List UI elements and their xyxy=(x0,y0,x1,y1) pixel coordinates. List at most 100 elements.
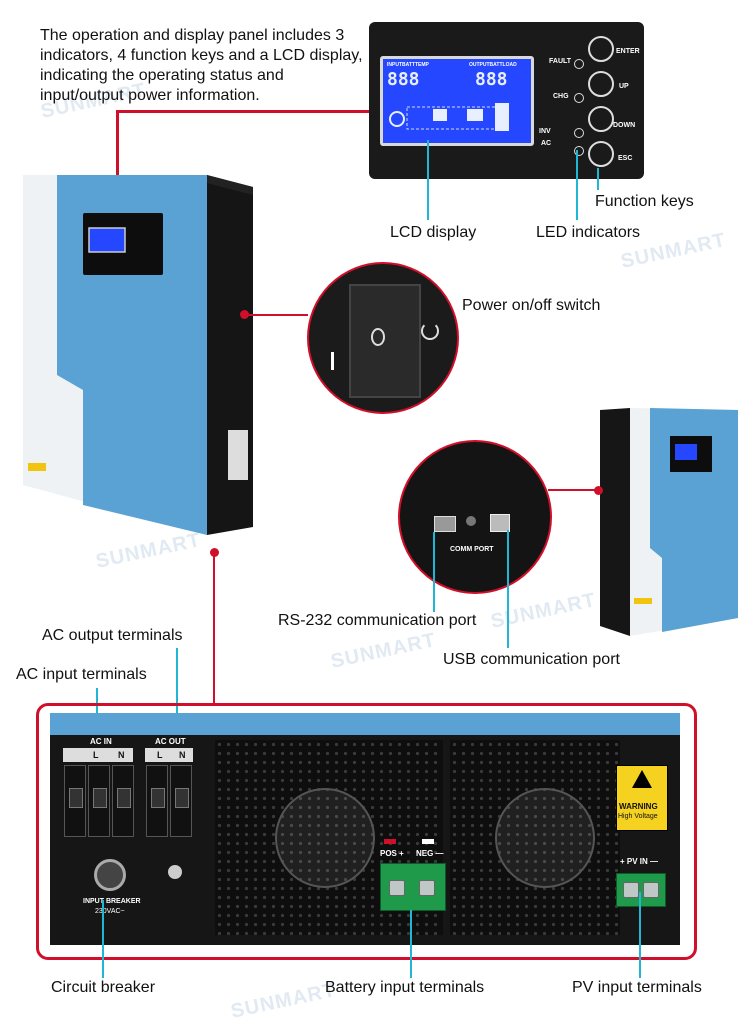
lcd-screen: INPUTBATTTEMP OUTPUTBATTLOAD 888 888 xyxy=(380,56,534,146)
battery-terminal-block[interactable] xyxy=(380,863,446,911)
front-connector-dot xyxy=(210,548,219,557)
ac-in-l-label: L xyxy=(93,750,99,760)
chg-led xyxy=(574,93,584,103)
down-key[interactable] xyxy=(588,106,614,132)
pos-label: POS + xyxy=(380,849,404,858)
ac-out-legend: L N xyxy=(145,748,193,762)
rs232-port[interactable] xyxy=(434,516,456,532)
ac-in-legend: L N xyxy=(63,748,133,762)
leader-line xyxy=(116,110,369,113)
ac-out-label: AC OUT xyxy=(155,737,186,746)
keys-callout-line xyxy=(597,168,599,190)
ac-output-callout: AC output terminals xyxy=(42,627,183,644)
lcd-callout-line xyxy=(427,140,429,220)
leader-line xyxy=(116,110,119,235)
lcd-left-digits: 888 xyxy=(387,69,420,90)
watermark: SUNMART xyxy=(488,589,599,633)
ac-input-callout: AC input terminals xyxy=(16,666,147,683)
lcd-right-digits: 888 xyxy=(475,69,508,90)
fan-left xyxy=(275,788,375,888)
breaker-callout-line xyxy=(102,900,104,978)
ac-in-l-terminal[interactable] xyxy=(88,765,110,837)
chg-led-label: CHG xyxy=(553,93,569,100)
ac-out-n-label: N xyxy=(179,750,186,760)
led-indicators-callout: LED indicators xyxy=(536,224,641,241)
intro-description: The operation and display panel includes… xyxy=(40,27,363,104)
breaker-rating: 230VAC~ xyxy=(95,908,125,915)
side-port-dot xyxy=(594,486,603,495)
rs232-callout: RS-232 communication port xyxy=(278,612,477,629)
ac-in-label: AC IN xyxy=(90,737,112,746)
standby-icon xyxy=(421,322,439,340)
warning-text: WARNING xyxy=(619,802,658,811)
lcd-display-callout: LCD display xyxy=(390,224,477,241)
inverter-side-view xyxy=(600,408,740,638)
bottom-panel: AC IN AC OUT L N L N INPUT BREAKER 230VA… xyxy=(50,735,680,945)
inv-led xyxy=(574,128,584,138)
fan-grill-right xyxy=(450,740,620,935)
fault-led xyxy=(574,59,584,69)
usb-port[interactable] xyxy=(490,514,510,532)
switch-dot xyxy=(240,310,249,319)
pos-color-marker xyxy=(384,839,396,844)
power-switch-callout: Power on/off switch xyxy=(462,297,601,314)
warning-triangle-icon xyxy=(632,770,652,788)
watermark: SUNMART xyxy=(228,979,339,1023)
high-voltage-warning-sign: WARNING High Voltage xyxy=(616,765,668,831)
breaker-label: INPUT BREAKER xyxy=(83,898,141,905)
pv-callout-line xyxy=(639,892,641,978)
ac-out-l-terminal[interactable] xyxy=(146,765,168,837)
battery-input-callout: Battery input terminals xyxy=(325,979,485,996)
pv-pos-screw[interactable] xyxy=(623,882,639,898)
lcd-flow-icon xyxy=(389,103,509,131)
battery-callout-line xyxy=(410,910,412,978)
bottom-panel-top-trim xyxy=(50,713,680,735)
switch-leader-line xyxy=(246,314,308,316)
lcd-top-right-label: OUTPUTBATTLOAD xyxy=(469,62,517,68)
high-voltage-text: High Voltage xyxy=(618,813,658,820)
down-key-label: DOWN xyxy=(613,122,636,129)
bottom-panel-frame xyxy=(36,703,697,960)
circuit-breaker-button[interactable] xyxy=(94,859,126,891)
enter-key[interactable] xyxy=(588,36,614,62)
fault-led-label: FAULT xyxy=(549,58,572,65)
fan-right xyxy=(495,788,595,888)
ac-out-n-terminal[interactable] xyxy=(170,765,192,837)
ac-out-l-label: L xyxy=(157,750,163,760)
ac-output-callout-line xyxy=(176,648,178,768)
comm-ports-closeup: COMM PORT xyxy=(398,440,552,594)
inverter-front-view xyxy=(23,175,253,550)
rs232-callout-line xyxy=(433,532,435,612)
lcd-top-left-label: INPUTBATTTEMP xyxy=(387,62,429,68)
neg-color-marker xyxy=(422,839,434,844)
function-keys-callout: Function keys xyxy=(595,193,694,210)
battery-pos-screw[interactable] xyxy=(389,880,405,896)
ac-in-n-terminal[interactable] xyxy=(112,765,134,837)
bottom-leader-line xyxy=(213,556,215,703)
ground-screw-icon xyxy=(168,865,182,879)
ac-led xyxy=(574,146,584,156)
up-key-label: UP xyxy=(619,83,629,90)
ac-in-n-label: N xyxy=(118,750,125,760)
fan-grill-left xyxy=(215,740,443,935)
pv-neg-screw[interactable] xyxy=(643,882,659,898)
led-callout-line xyxy=(576,150,578,220)
up-key[interactable] xyxy=(588,71,614,97)
watermark: SUNMART xyxy=(328,629,439,673)
neg-label: NEG — xyxy=(416,849,444,858)
ac-in-ground-terminal[interactable] xyxy=(64,765,86,837)
ac-led-label: AC xyxy=(541,140,552,147)
esc-key[interactable] xyxy=(588,141,614,167)
control-panel-closeup: INPUTBATTTEMP OUTPUTBATTLOAD 888 888 FAU… xyxy=(369,22,644,179)
battery-neg-screw[interactable] xyxy=(419,880,435,896)
port-leader-line xyxy=(548,489,598,491)
power-switch[interactable] xyxy=(349,284,421,398)
usb-callout-line xyxy=(507,530,509,648)
esc-key-label: ESC xyxy=(618,155,633,162)
screw-icon xyxy=(466,516,476,526)
comm-port-label: COMM PORT xyxy=(450,546,494,553)
power-switch-closeup xyxy=(307,262,459,414)
usb-callout: USB communication port xyxy=(443,651,620,668)
enter-key-label: ENTER xyxy=(616,48,640,55)
pv-terminal-block[interactable] xyxy=(616,873,666,907)
